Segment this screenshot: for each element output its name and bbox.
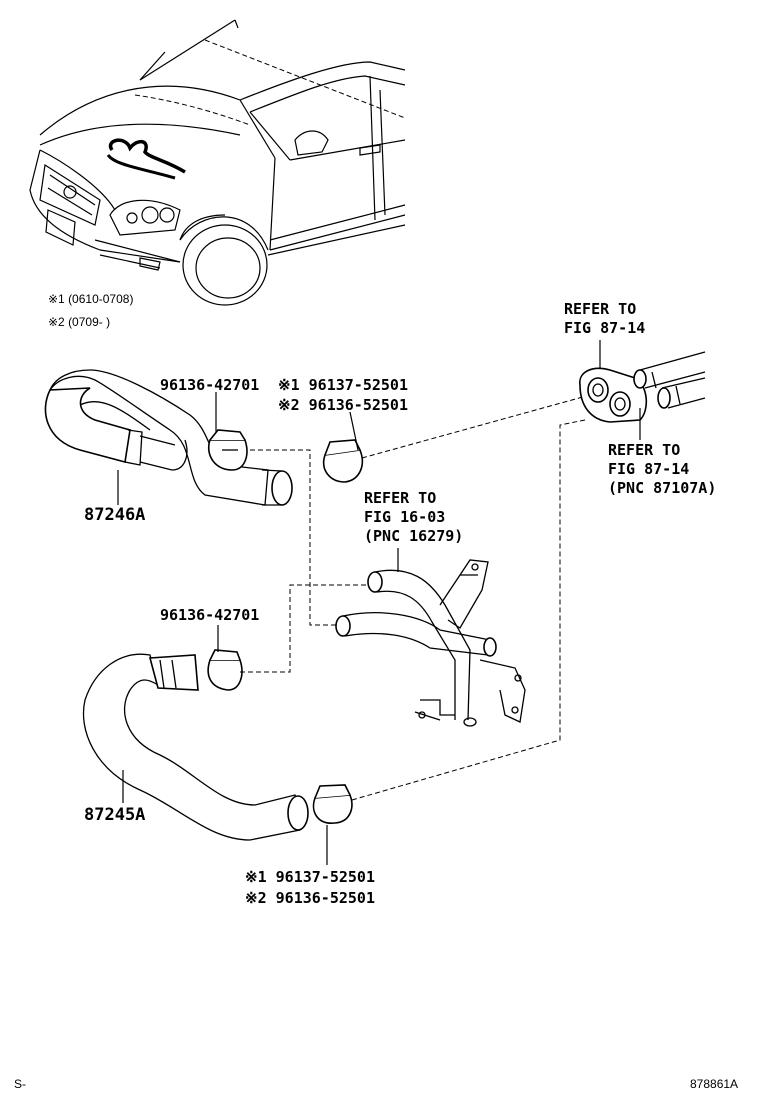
label-hose-upper: 87246A [84, 505, 145, 525]
label-hose-lower: 87245A [84, 805, 145, 825]
label-clamp-lower-left: 96136-42701 [160, 606, 259, 624]
footer-left-code: S- [14, 1077, 26, 1091]
label-ref-top-line2: FIG 87-14 [564, 319, 645, 337]
heater-water-pipe [335, 559, 526, 727]
label-clamp-upper-right-2: ※2 96136-52501 [278, 396, 408, 414]
note-2: ※2 (0709- ) [48, 315, 110, 329]
label-clamp-lower-right-2: ※2 96136-52501 [245, 889, 375, 907]
upper-left-clamp [208, 429, 248, 471]
label-clamp-upper-left: 96136-42701 [160, 376, 259, 394]
label-clamp-upper-right-1: ※1 96137-52501 [278, 376, 408, 394]
lower-heater-hose [82, 653, 309, 841]
label-ref-right-line2: FIG 87-14 [608, 460, 689, 478]
label-ref-right-line1: REFER TO [608, 441, 680, 459]
note-1: ※1 (0610-0708) [48, 292, 133, 306]
label-clamp-lower-right-1: ※1 96137-52501 [245, 868, 375, 886]
label-ref-mid-line2: FIG 16-03 [364, 508, 445, 526]
lower-right-clamp [312, 784, 353, 824]
label-ref-mid-line1: REFER TO [364, 489, 436, 507]
label-ref-mid-line3: (PNC 16279) [364, 527, 463, 545]
lower-left-clamp [207, 649, 243, 691]
label-ref-top-line1: REFER TO [564, 300, 636, 318]
label-ref-right-line3: (PNC 87107A) [608, 479, 716, 497]
car-illustration [29, 19, 406, 306]
upper-right-clamp [323, 439, 364, 483]
upper-heater-hose [44, 369, 293, 506]
heater-grommet-and-ports [579, 351, 706, 423]
footer-figure-code: 878861A [690, 1077, 738, 1091]
